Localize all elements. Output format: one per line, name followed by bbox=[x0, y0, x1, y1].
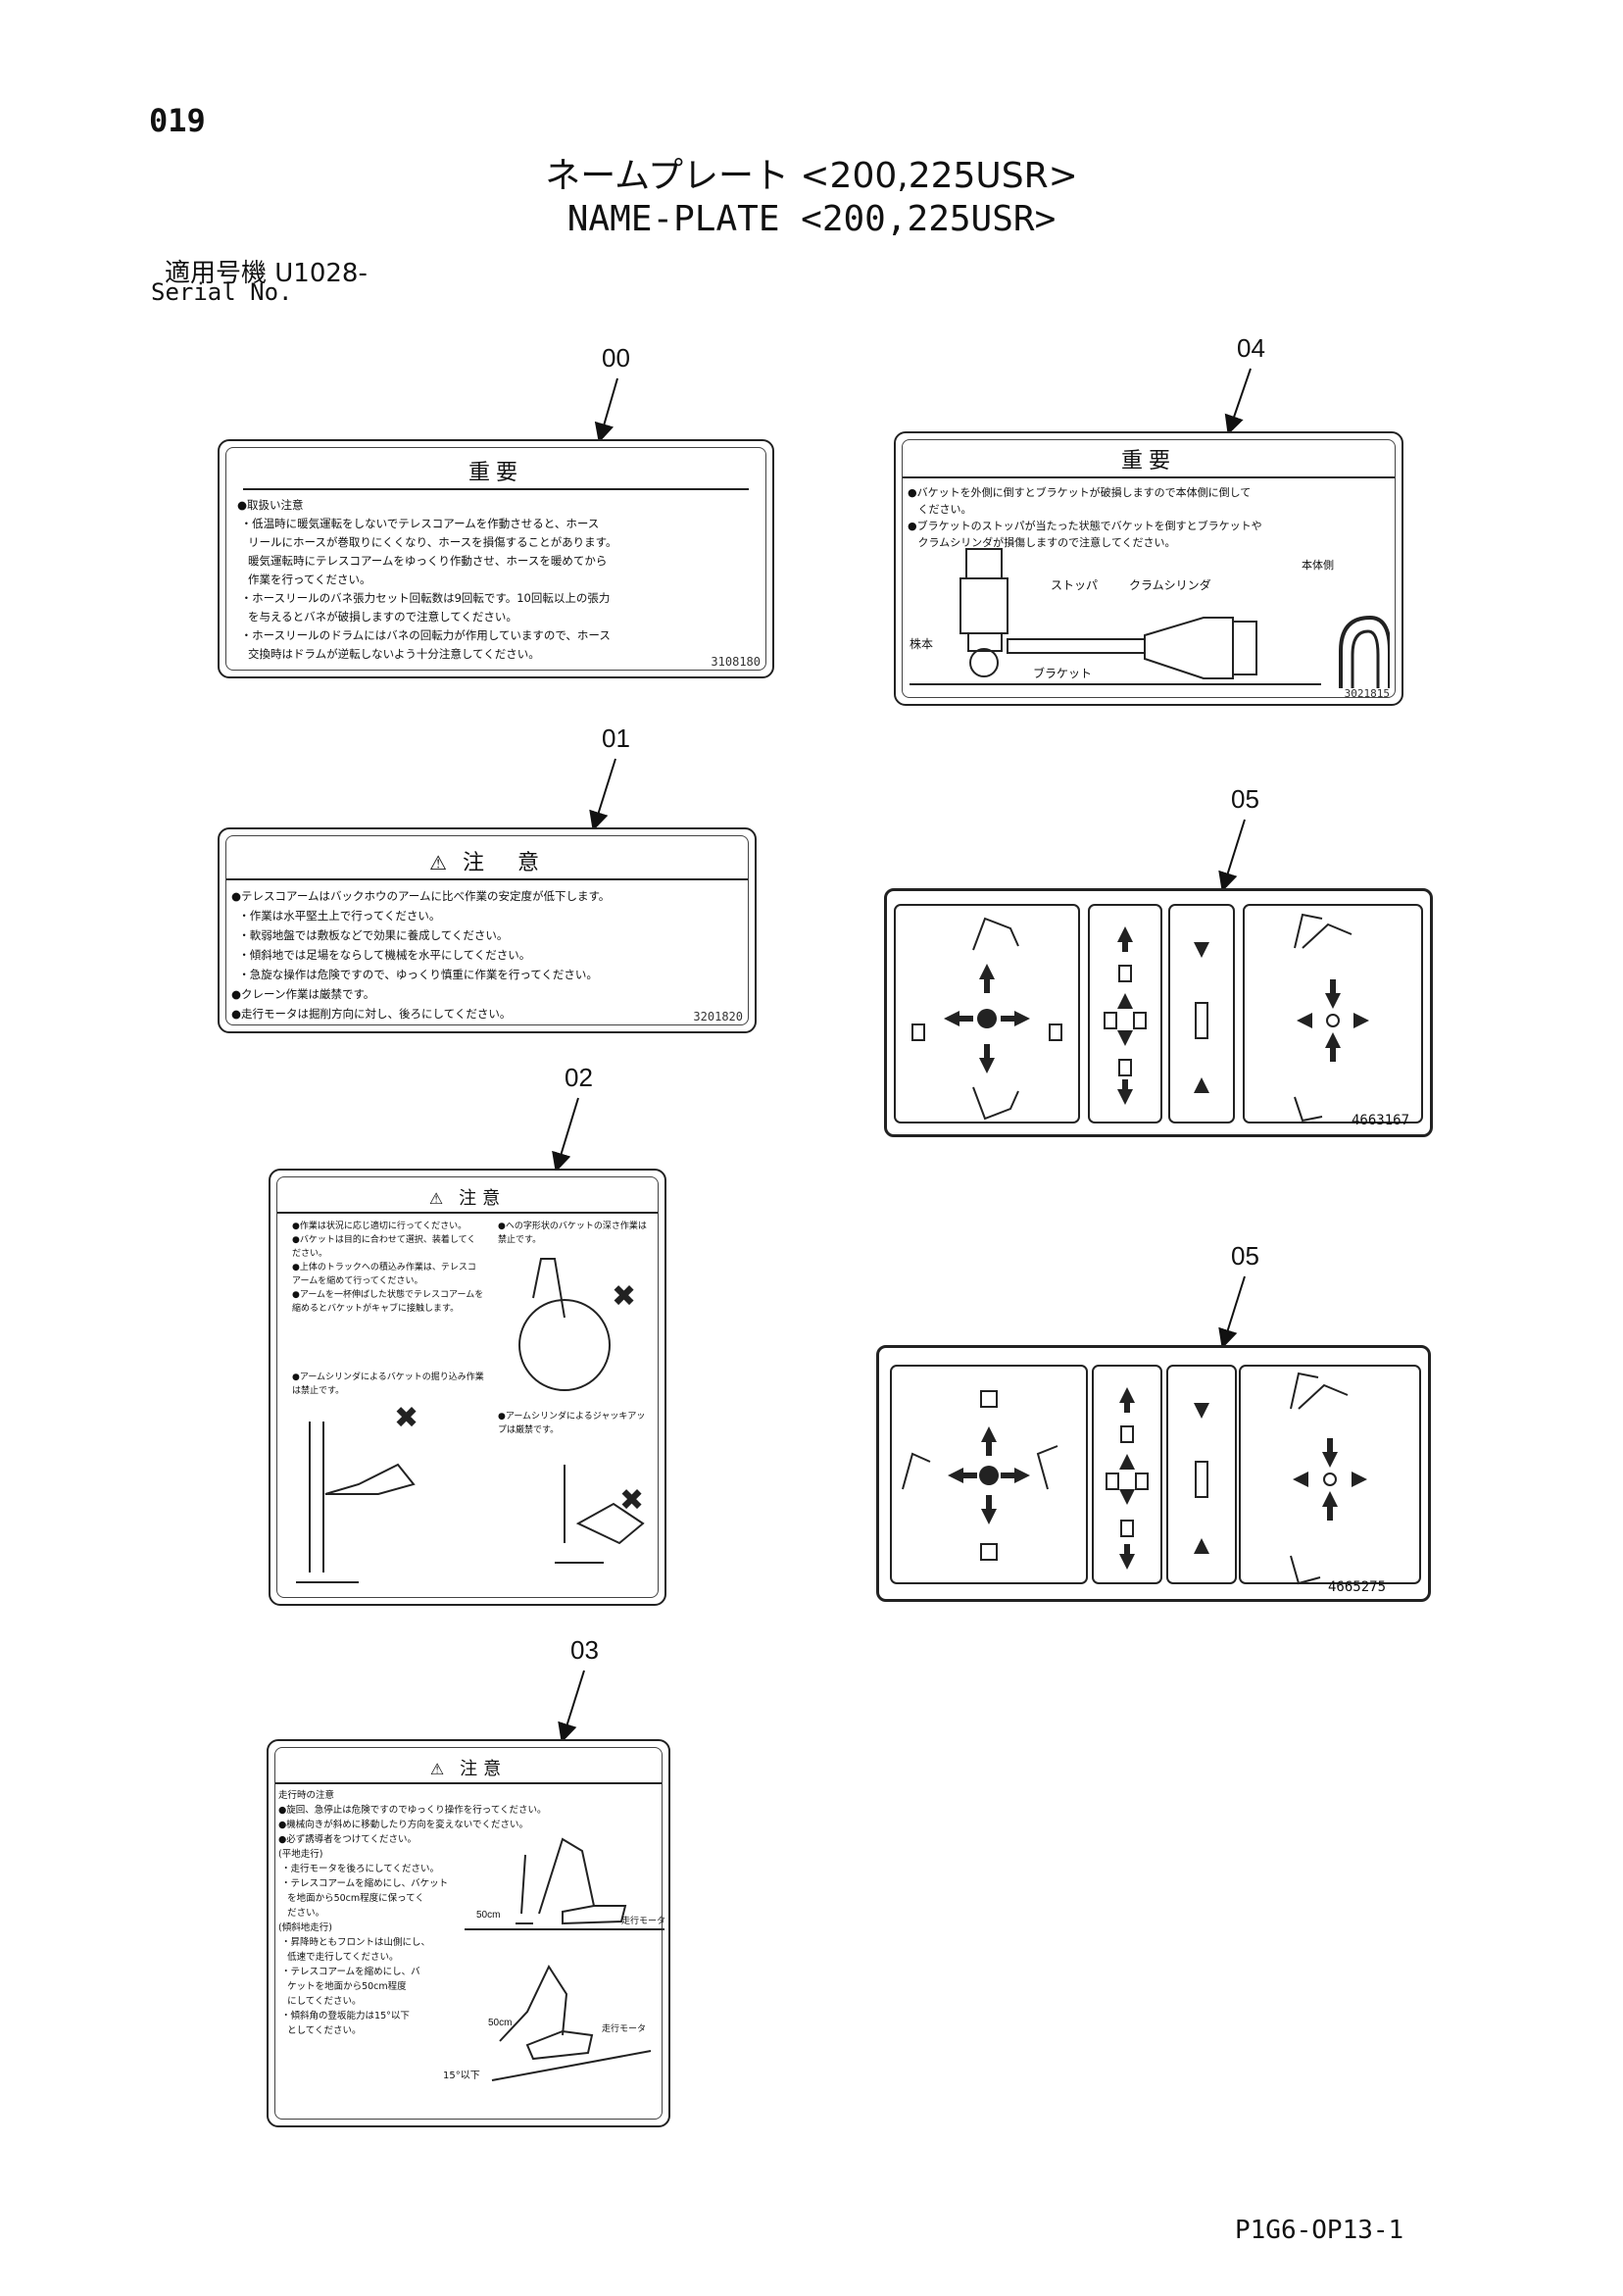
nameplate-00: 重要 ●取扱い注意 ・低温時に暖気運転をしないでテレスコアームを作動させると、ホ… bbox=[218, 439, 774, 678]
svg-text:✖: ✖ bbox=[394, 1401, 418, 1435]
plate-03-diagrams bbox=[465, 1837, 664, 2081]
warning-triangle-icon: ⚠ bbox=[429, 1760, 451, 1778]
plate-02-diagrams: ✖ ✖ ✖ bbox=[296, 1258, 645, 1583]
page-title-en: NAME-PLATE <200,225USR> bbox=[566, 199, 1057, 239]
plate-03-heading-row: ⚠ 注意 bbox=[274, 1751, 663, 1784]
warning-triangle-icon: ⚠ bbox=[428, 1189, 450, 1208]
callout-00: 00 bbox=[602, 343, 630, 373]
plate-01-body: ●テレスコアームはバックホウのアームに比べ作業の安定度が低下します。 ・作業は水… bbox=[231, 889, 611, 1021]
pictogram-05-first-code: 4663167 bbox=[1352, 1113, 1410, 1128]
pictogram-plate-05-first: 4663167 bbox=[884, 888, 1433, 1137]
plate-01-heading-row: ⚠ 注 意 bbox=[225, 841, 749, 880]
plate-03-label-50cm-a: 50cm bbox=[476, 1910, 501, 1921]
callout-03: 03 bbox=[570, 1635, 599, 1665]
plate-02-col4: ●アームシリンダによるジャッキアップは厳禁です。 bbox=[498, 1412, 646, 1435]
nameplate-02: ⚠ 注意 ●作業は状況に応じ適切に行ってください。 ●バケットは目的に合わせて選択… bbox=[269, 1169, 666, 1606]
plate-04-label-body: 本体側 bbox=[1302, 559, 1334, 572]
serial-label-jp: 適用号機 U1028- bbox=[165, 259, 368, 288]
svg-text:✖: ✖ bbox=[619, 1483, 644, 1518]
plate-04-label-clam: クラムシリンダ bbox=[1129, 578, 1211, 592]
plate-04-label-bracket: ブラケット bbox=[1033, 667, 1093, 680]
plate-02-heading: 注意 bbox=[459, 1188, 507, 1209]
footer-code: P1G6-OP13-1 bbox=[1235, 2216, 1404, 2245]
svg-text:✖: ✖ bbox=[612, 1279, 636, 1314]
callout-02: 02 bbox=[565, 1063, 593, 1092]
plate-03-label-angle: 15°以下 bbox=[443, 2071, 480, 2081]
pictogram-05-second-graphic bbox=[890, 1365, 1421, 1585]
warning-triangle-icon: ⚠ bbox=[429, 851, 453, 874]
callout-05-second: 05 bbox=[1231, 1241, 1259, 1271]
page-number: 019 bbox=[149, 102, 206, 139]
pictogram-05-second-code: 4665275 bbox=[1328, 1579, 1387, 1595]
callout-05-first: 05 bbox=[1231, 784, 1259, 814]
plate-04-label-pin: 株本 bbox=[910, 637, 934, 651]
nameplate-03: ⚠ 注意 走行時の注意 ●旋回、急停止は危険ですのでゆっくり操作を行ってください。… bbox=[267, 1739, 670, 2127]
nameplate-01: ⚠ 注 意 ●テレスコアームはバックホウのアームに比べ作業の安定度が低下します。 … bbox=[218, 827, 757, 1033]
leader-00 bbox=[594, 377, 618, 443]
pictogram-05-first-graphic bbox=[894, 904, 1423, 1123]
leader-04 bbox=[1224, 368, 1252, 435]
plate-01-heading: 注 意 bbox=[462, 851, 545, 875]
plate-04-code: 3021815 bbox=[1344, 687, 1390, 700]
plate-04-label-stopper: ストッパ bbox=[1051, 578, 1099, 592]
plate-02-col1: ●作業は状況に応じ適切に行ってください。 ●バケットは目的に合わせて選択、装着し… bbox=[292, 1222, 484, 1314]
serial-label-en: Serial No. bbox=[151, 278, 293, 306]
leader-05-first bbox=[1218, 819, 1246, 892]
leader-02 bbox=[552, 1097, 579, 1173]
plate-00-heading: 重要 bbox=[243, 451, 749, 490]
callout-04: 04 bbox=[1237, 333, 1265, 363]
callout-01: 01 bbox=[602, 724, 630, 753]
plate-04-body: ●バケットを外側に倒すとブラケットが破損しますので本体側に倒して ください。 ●… bbox=[908, 486, 1262, 549]
leader-01 bbox=[589, 758, 616, 831]
page-title-jp: ネームプレート <200,225USR> bbox=[545, 156, 1078, 196]
bracket-diagram bbox=[910, 548, 1390, 688]
plate-03-label-motor-b: 走行モータ bbox=[602, 2024, 647, 2034]
pictogram-plate-05-second: 4665275 bbox=[876, 1345, 1431, 1602]
plate-00-body: ●取扱い注意 ・低温時に暖気運転をしないでテレスコアームを作動させると、ホース … bbox=[237, 498, 617, 661]
plate-02-col3: ●ヘの字形状のバケットの深さ作業は禁止です。 bbox=[498, 1222, 647, 1245]
leader-03 bbox=[558, 1670, 585, 1743]
plate-00-code: 3108180 bbox=[711, 655, 761, 669]
plate-04-heading: 重要 bbox=[902, 439, 1396, 478]
plate-02-heading-row: ⚠ 注意 bbox=[276, 1180, 659, 1214]
nameplate-04: 重要 ●バケットを外側に倒すとブラケットが破損しますので本体側に倒して ください… bbox=[894, 431, 1403, 706]
plate-03-heading: 注意 bbox=[460, 1759, 508, 1779]
plate-03-label-motor-a: 走行モータ bbox=[621, 1917, 666, 1926]
plate-03-body: 走行時の注意 ●旋回、急停止は危険ですのでゆっくり操作を行ってください。 ●機械… bbox=[278, 1790, 547, 2036]
leader-05-second bbox=[1218, 1275, 1246, 1349]
plate-03-label-50cm-b: 50cm bbox=[488, 2018, 513, 2028]
plate-01-code: 3201820 bbox=[693, 1010, 743, 1023]
plate-02-col2: ●アームシリンダによるバケットの掘り込み作業は禁止です。 bbox=[292, 1373, 484, 1396]
